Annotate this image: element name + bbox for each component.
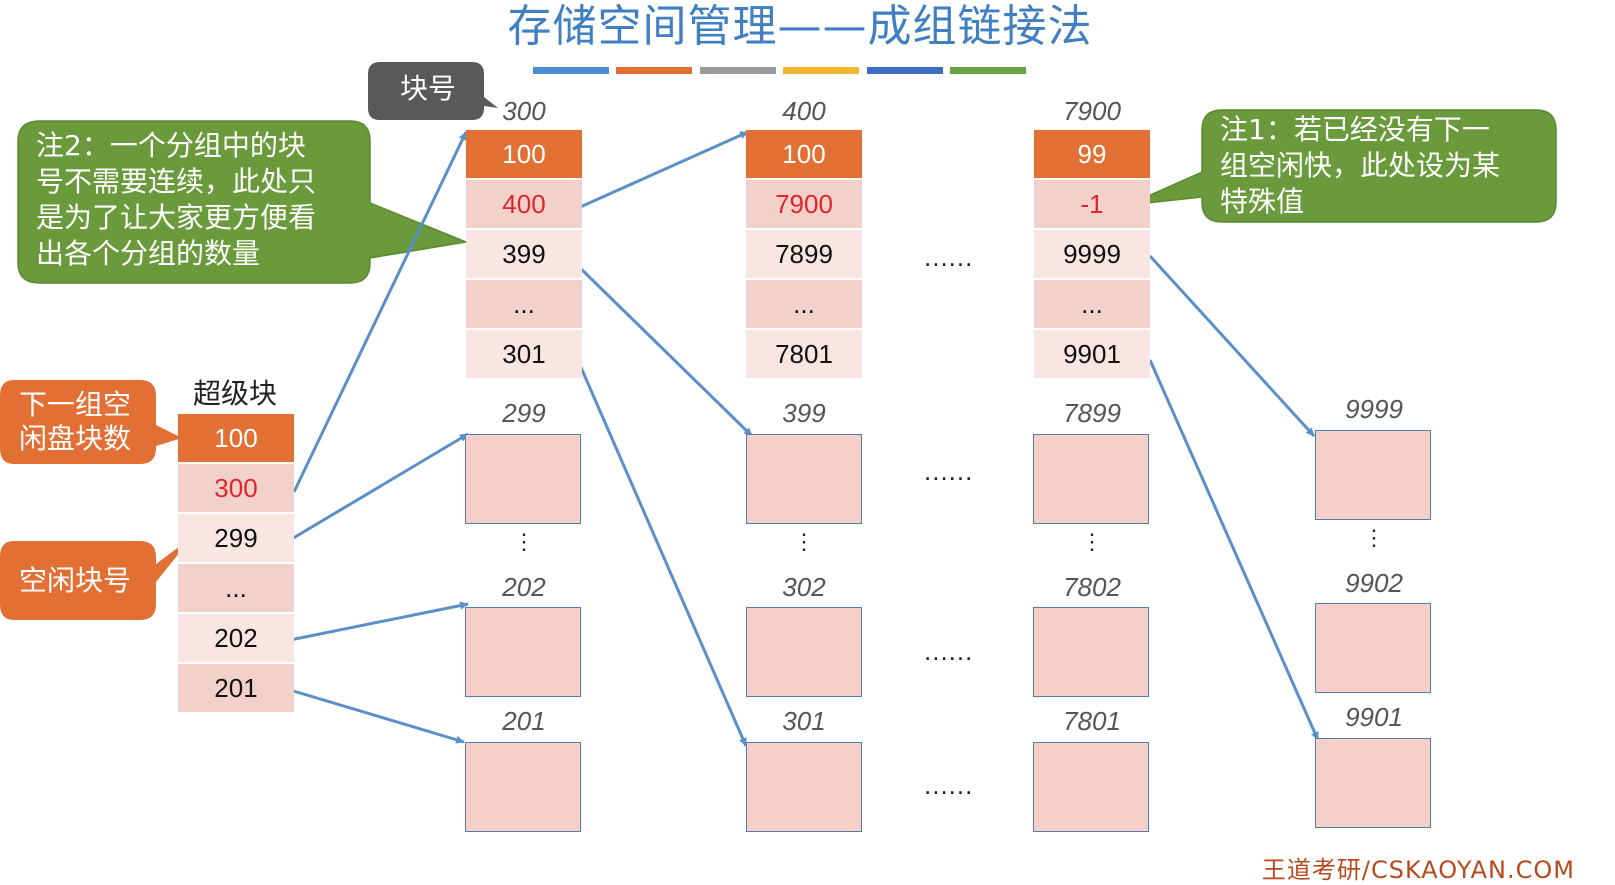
diagram-canvas [0,62,1557,747]
horizontal-ellipsis: ...... [924,242,974,272]
group-count-cell: 99 [1034,130,1150,178]
title-color-bar [700,67,776,74]
horizontal-ellipsis: ...... [924,456,974,486]
free-block-label: 302 [782,572,826,602]
next-group-count-callout-shape [0,380,182,464]
superblock-next-group-cell: 300 [178,464,294,512]
free-block-box [746,742,862,832]
block-no-tag: 块号 [399,72,456,105]
note2-callout-shape [17,120,469,284]
note1-line: 注1：若已经没有下一 [1220,113,1490,146]
free-block-label: 9999 [1345,394,1403,424]
note2-line: 是为了让大家更方便看 [36,201,317,234]
superblock-count-cell: 100 [178,414,294,462]
group-ellipsis-cell: ... [466,280,582,328]
group-table-label: 300 [502,96,546,126]
free-block-box [1033,742,1149,832]
free-block-label: 202 [502,572,546,602]
vertical-ellipsis: ⋮ [513,529,535,554]
free-block-box [1315,738,1431,828]
group-ellipsis-cell: ... [746,280,862,328]
group-ellipsis-cell: ... [1034,280,1150,328]
superblock-free-block-cell: 201 [178,664,294,712]
arrow [574,355,748,747]
free-block-label: 9902 [1345,568,1403,598]
vertical-ellipsis: ⋮ [1363,525,1385,550]
arrow [1148,359,1320,741]
note2-line: 注2：一个分组中的块 [36,129,306,162]
free-block-box [1033,607,1149,697]
arrow [289,432,469,542]
free-block-label: 7899 [1063,398,1121,428]
next-group-count-line: 闲盘块数 [18,422,131,455]
free-block-box [465,434,581,524]
next-group-count-line: 下一组空 [18,388,131,421]
group-free-block-cell: 9901 [1034,330,1150,378]
group-free-block-cell: 399 [466,230,582,278]
note1-line: 组空闲快，此处设为某 [1220,149,1501,182]
free-block-box [746,434,862,524]
block-no-tag-shape [368,62,498,120]
superblock-free-block-cell: 299 [178,514,294,562]
arrow [577,130,749,210]
free-block-label: 7801 [1063,706,1121,736]
arrow [289,688,465,744]
group-table-label: 400 [782,96,826,126]
note2-line: 出各个分组的数量 [36,237,261,270]
superblock-free-block-cell: 202 [178,614,294,662]
group-next-cell: 7900 [746,180,862,228]
arrow [574,262,754,438]
free-block-label: 299 [502,398,546,428]
next-group-count-label: 下一组空 闲盘块数 [8,388,142,456]
note1-text: 注1：若已经没有下一 组空闲快，此处设为某 特殊值 [1220,112,1550,220]
note2-text: 注2：一个分组中的块 号不需要连续，此处只 是为了让大家更方便看 出各个分组的数… [36,128,366,272]
group-free-block-cell: 9999 [1034,230,1150,278]
arrow [292,131,468,493]
group-table-label: 7900 [1063,96,1121,126]
group-next-cell: 400 [466,180,582,228]
free-block-label: 7802 [1063,572,1121,602]
free-block-label: 399 [782,398,826,428]
superblock-ellipsis-cell: ... [178,564,294,612]
free-block-label: 301 [782,706,826,736]
note2-line: 号不需要连续，此处只 [36,165,317,198]
vertical-ellipsis: ⋮ [793,529,815,554]
free-block-box [465,607,581,697]
group-next-cell: -1 [1034,180,1150,228]
page-title: 存储空间管理——成组链接法 [507,1,1093,52]
title-color-bar [533,67,609,74]
group-free-block-cell: 301 [466,330,582,378]
free-block-box [1315,603,1431,693]
title-color-bar [950,67,1026,74]
title-color-bar [867,67,943,74]
group-free-block-cell: 7801 [746,330,862,378]
free-block-box [465,742,581,832]
note1-callout-shape [1127,109,1557,223]
free-block-box [1033,434,1149,524]
free-block-no-label: 空闲块号 [18,564,131,597]
horizontal-ellipsis: ...... [924,636,974,666]
free-block-no-callout-shape [0,537,192,620]
group-count-cell: 100 [466,130,582,178]
group-free-block-cell: 7899 [746,230,862,278]
arrow [1148,254,1316,438]
horizontal-ellipsis: ...... [924,770,974,800]
free-block-label: 9901 [1345,702,1403,732]
note1-line: 特殊值 [1220,185,1305,218]
free-block-box [746,607,862,697]
group-count-cell: 100 [746,130,862,178]
free-block-label: 201 [502,706,546,736]
vertical-ellipsis: ⋮ [1081,529,1103,554]
arrow [289,601,469,642]
free-block-box [1315,430,1431,520]
superblock-title: 超级块 [192,377,277,410]
title-color-bar [783,67,859,74]
title-color-bar [616,67,692,74]
